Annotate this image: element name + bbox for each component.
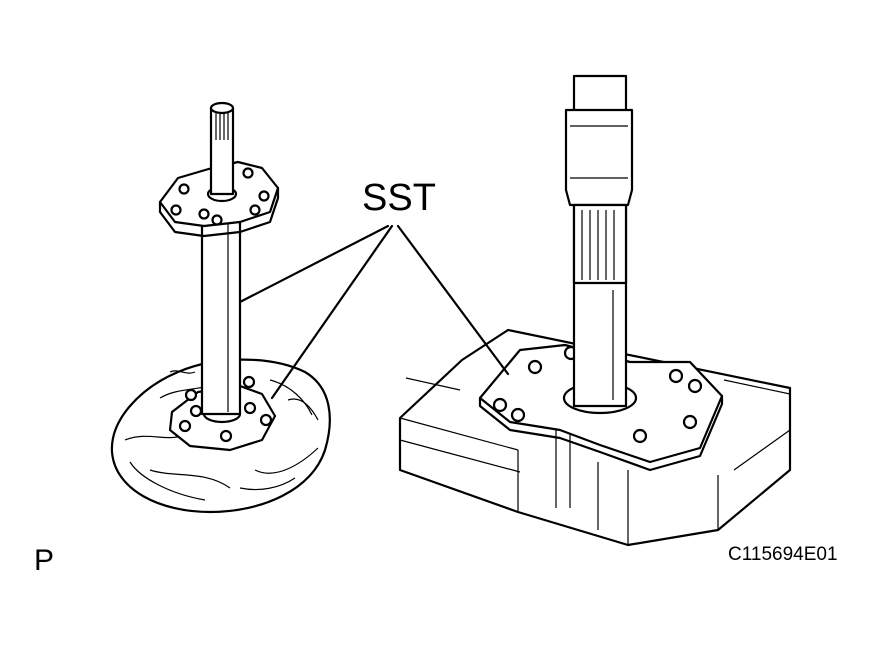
sst-leader-lines — [238, 224, 510, 400]
view-letter: P — [34, 544, 54, 577]
lower-flange — [168, 375, 277, 452]
splined-top — [209, 101, 235, 196]
sst-label: SST — [362, 177, 436, 219]
figure-code: C115694E01 — [728, 544, 838, 565]
left-assembly — [110, 101, 331, 514]
right-assembly — [398, 74, 792, 547]
right-shaft — [564, 74, 634, 408]
left-shaft — [200, 216, 242, 416]
